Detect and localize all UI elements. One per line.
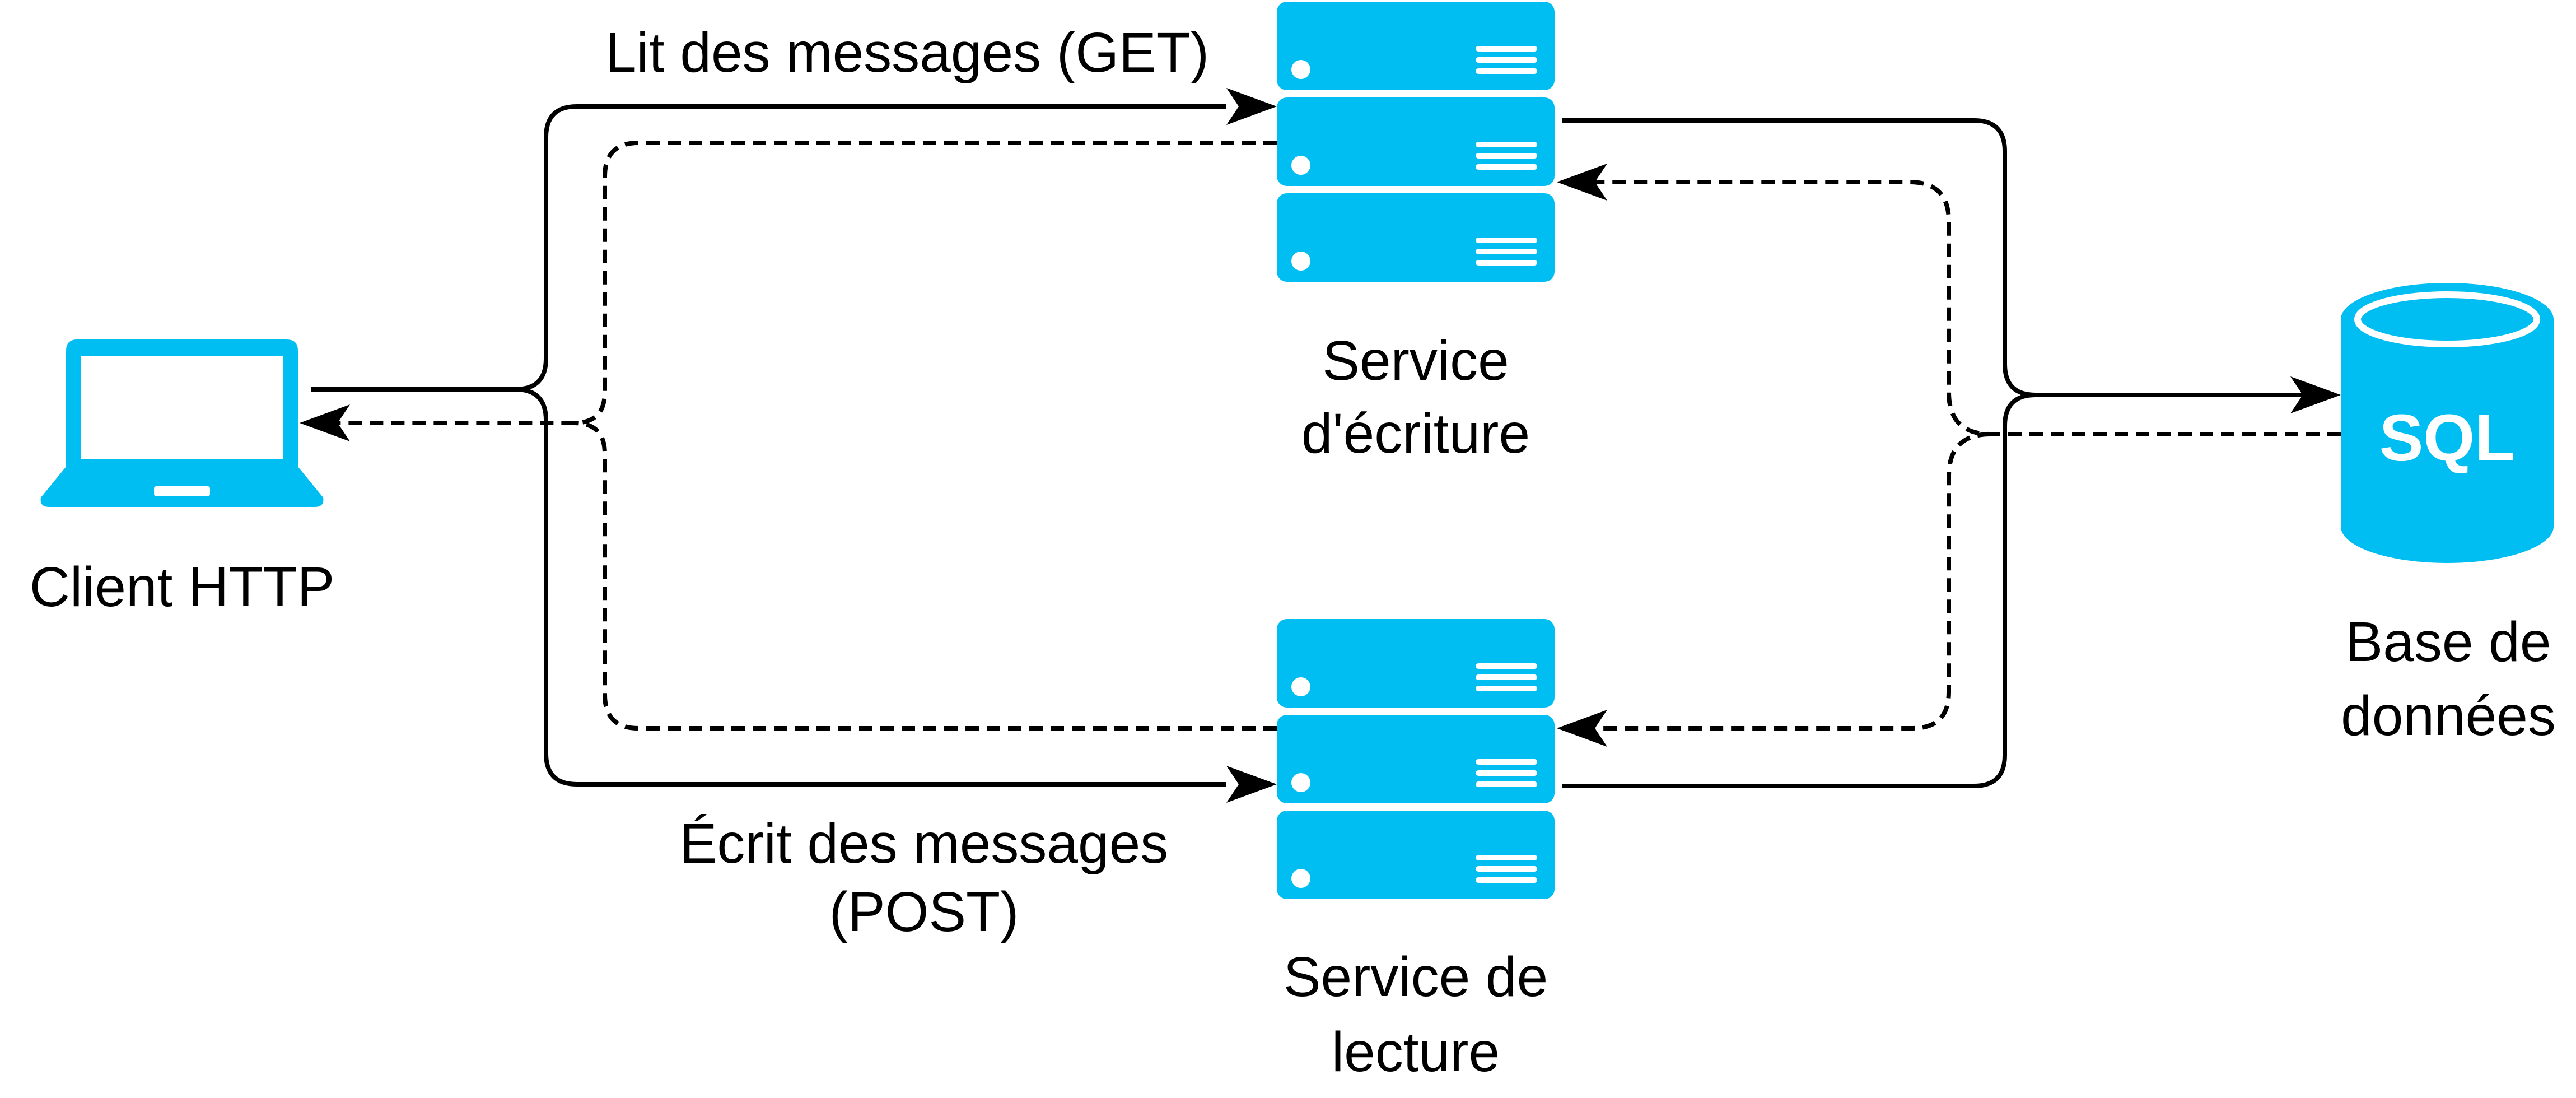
client-node: Client HTTP [30, 339, 335, 618]
write-service-label-line2: d'écriture [1301, 402, 1530, 465]
database-label-line2: données [2341, 685, 2556, 747]
server-stack-icon [1277, 619, 1555, 899]
arrowhead-get [1226, 88, 1277, 125]
connectors [311, 104, 2341, 788]
db-to-write-service-return-line [1590, 180, 2341, 436]
server-unit [1277, 193, 1555, 282]
read-service-node: Service de lecture [1277, 619, 1555, 1083]
database-icon: SQL [2341, 283, 2554, 563]
arrowhead-return-read [1557, 710, 1607, 747]
database-label-line1: Base de [2346, 611, 2551, 673]
client-to-write-service-line [311, 104, 1226, 392]
write-service-label-line1: Service [1322, 329, 1509, 392]
post-edge-label-line2: (POST) [829, 881, 1019, 943]
client-label: Client HTTP [30, 556, 335, 618]
arrowhead-post [1226, 766, 1277, 803]
server-unit [1277, 619, 1555, 708]
server-unit [1277, 811, 1555, 899]
post-edge-label-line1: Écrit des messages [680, 812, 1169, 875]
arrowhead-return-write [1557, 164, 1607, 201]
laptop-icon [40, 339, 324, 507]
arrowheads [300, 88, 2341, 803]
write-service-to-db-line [1562, 118, 2307, 397]
client-to-read-service-line [515, 387, 1226, 787]
db-to-read-service-return-line [1590, 432, 1991, 731]
sql-icon-text: SQL [2379, 401, 2516, 475]
edge-labels: Lit des messages (GET) Écrit des message… [605, 21, 1209, 943]
read-service-to-db-line [1562, 393, 2036, 788]
read-service-to-client-return-line [573, 421, 1277, 731]
read-service-label-line2: lecture [1332, 1021, 1500, 1083]
database-node: SQL Base de données [2341, 283, 2556, 747]
get-edge-label: Lit des messages (GET) [605, 21, 1209, 84]
arrowhead-return-client [300, 404, 350, 441]
write-service-node: Service d'écriture [1277, 2, 1555, 465]
server-unit [1277, 715, 1555, 803]
server-unit [1277, 2, 1555, 90]
write-service-to-client-return-line [336, 141, 1277, 425]
read-service-label-line1: Service de [1284, 946, 1548, 1008]
server-unit [1277, 97, 1555, 186]
server-stack-icon [1277, 2, 1555, 282]
arrowhead-db [2290, 376, 2341, 413]
